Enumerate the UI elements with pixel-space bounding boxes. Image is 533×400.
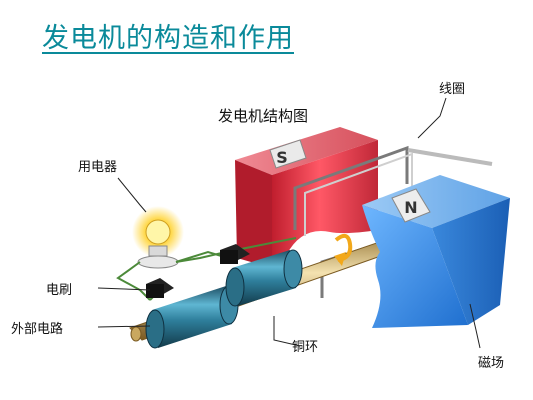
rotation-arrow-icon [334, 233, 353, 266]
leader-lines [97, 97, 481, 349]
copper-rings [145, 249, 303, 349]
brushes [146, 244, 250, 298]
south-pole-label: S [276, 148, 288, 167]
diagram-caption: 发电机结构图 [218, 107, 308, 125]
north-pole-label: N [404, 198, 417, 217]
label-appliance: 用电器 [78, 160, 117, 175]
page-title: 发电机的构造和作用 [42, 23, 294, 54]
north-pole-magnet: N [362, 175, 510, 328]
label-brush: 电刷 [46, 283, 72, 298]
label-copper-ring: 铜环 [292, 340, 318, 355]
south-pole-magnet: S [235, 127, 378, 268]
lamp-icon [132, 206, 184, 269]
label-external-circuit: 外部电路 [11, 321, 63, 337]
label-coil: 线圈 [439, 82, 465, 97]
label-magnet: 磁场 [478, 356, 504, 371]
